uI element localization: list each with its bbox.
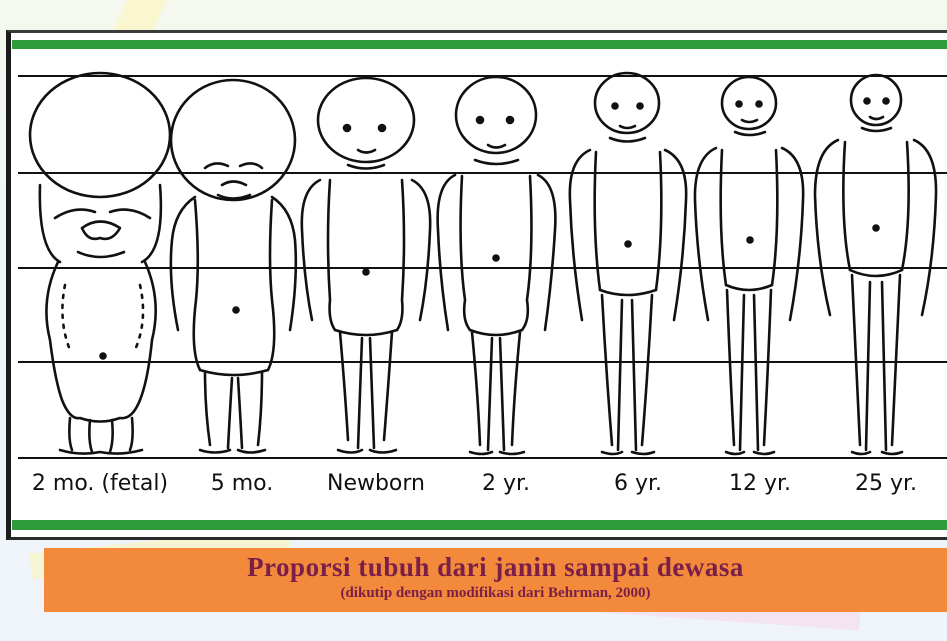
proportion-grid [18, 76, 947, 458]
stage-label: 25 yr. [855, 471, 917, 496]
figure-fetal-5mo [171, 80, 296, 453]
caption-subtitle: (dikutip dengan modifikasi dari Behrman,… [44, 583, 947, 603]
stage-label: 6 yr. [614, 471, 662, 496]
caption-banner: Proporsi tubuh dari janin sampai dewasa … [44, 548, 947, 612]
stage-label: 5 mo. [211, 471, 274, 496]
stage-label: 2 mo. (fetal) [32, 471, 168, 496]
figure-fetal-2mo [30, 73, 170, 454]
stage-label: Newborn [327, 471, 425, 496]
stage-label: 2 yr. [482, 471, 530, 496]
stage-label: 12 yr. [729, 471, 791, 496]
figure-6yr [570, 73, 686, 454]
figure-12yr [695, 77, 803, 454]
stage-labels: 2 mo. (fetal) 5 mo. Newborn 2 yr. 6 yr. … [32, 471, 917, 496]
caption-title: Proporsi tubuh dari janin sampai dewasa [44, 551, 947, 583]
figure-2yr [438, 77, 556, 454]
figure-25yr [815, 75, 936, 454]
figure-newborn [302, 78, 430, 453]
